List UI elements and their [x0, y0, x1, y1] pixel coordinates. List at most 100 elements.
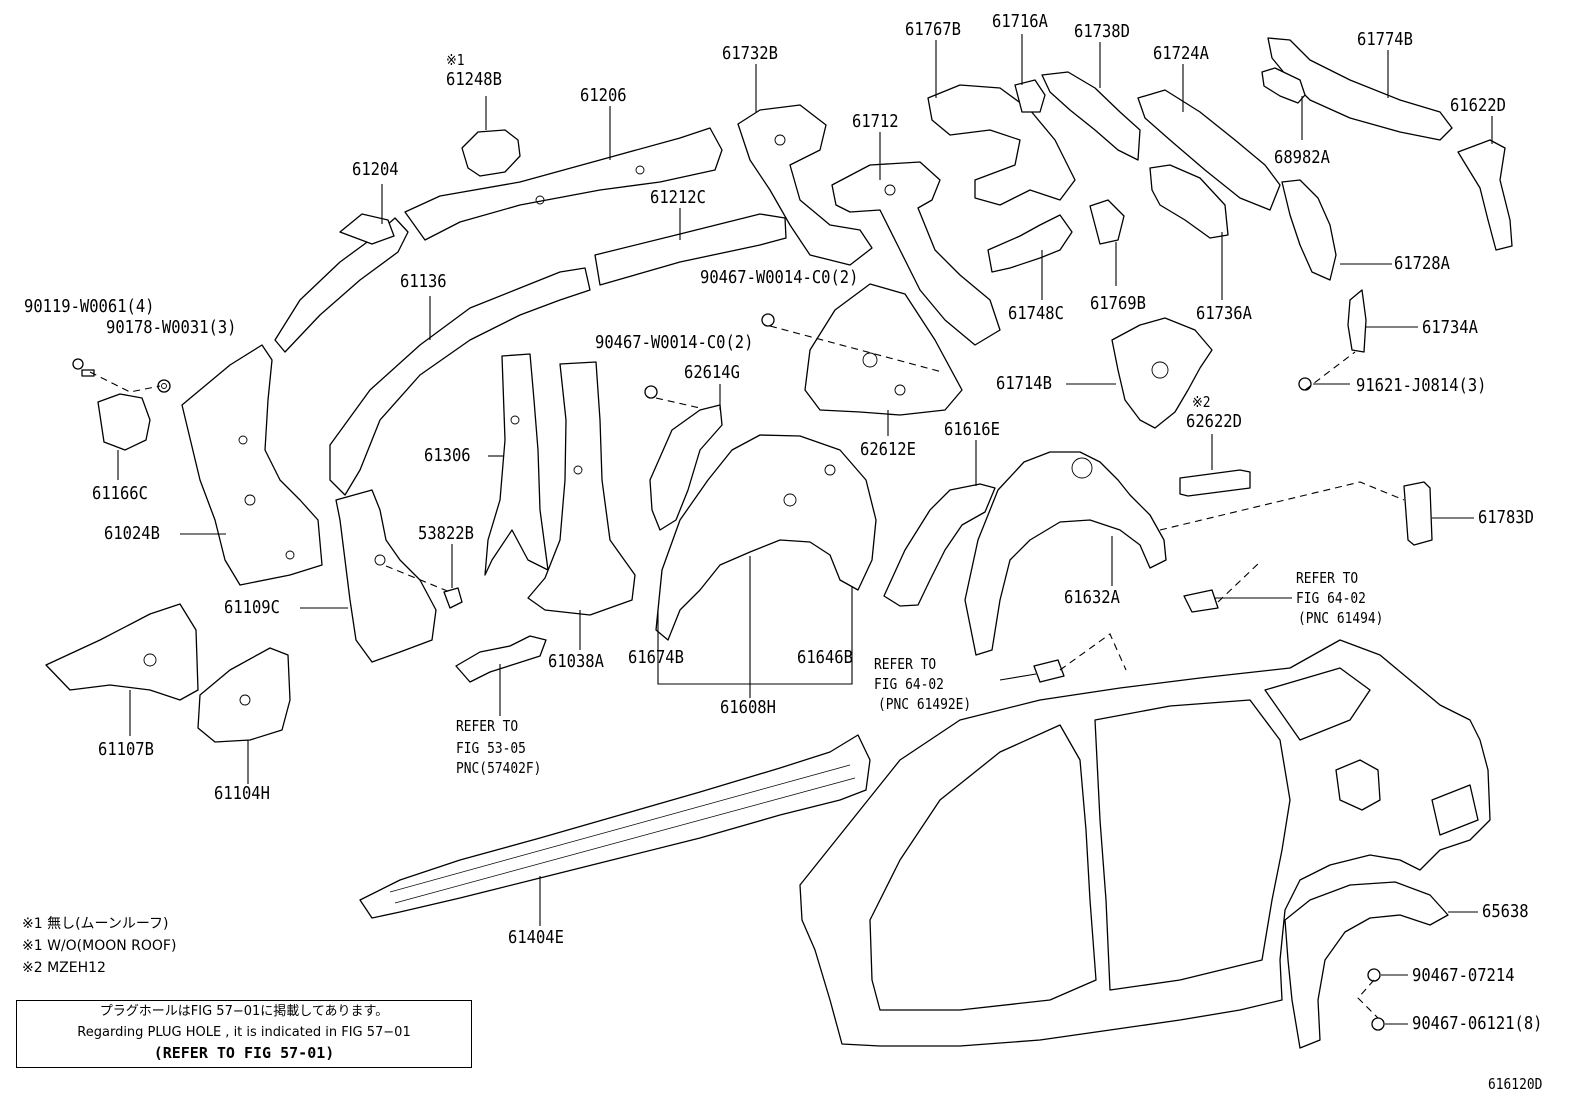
label-61306[interactable]: 61306 — [424, 445, 471, 466]
label-61769B[interactable]: 61769B — [1090, 293, 1146, 314]
plug-hole-refer[interactable]: (REFER TO FIG 57-01) — [153, 1044, 335, 1062]
label-61608H[interactable]: 61608H — [720, 697, 776, 718]
part-61732B-panel — [737, 104, 873, 266]
part-61622D-bracket — [1457, 139, 1513, 251]
label-61204[interactable]: 61204 — [352, 159, 399, 180]
label-90467-07214[interactable]: 90467-07214 — [1412, 965, 1515, 986]
label-68982A[interactable]: 68982A — [1274, 147, 1330, 168]
part-61738D-rail — [1041, 71, 1141, 161]
label-61767B[interactable]: 61767B — [905, 19, 961, 40]
part-61204-rail — [274, 217, 409, 353]
label-61109C[interactable]: 61109C — [224, 597, 280, 618]
label-61728A[interactable]: 61728A — [1394, 253, 1450, 274]
label-53822B[interactable]: 53822B — [418, 523, 474, 544]
part-61716A-bracket — [1014, 79, 1046, 113]
part-61024B-pillar — [181, 344, 323, 586]
part-plug-61492E — [1033, 659, 1065, 683]
refer-note-61492E-line1: REFER TO — [874, 655, 937, 673]
part-61206-rail — [404, 127, 723, 241]
part-61712-panel — [831, 161, 1001, 346]
refer-note-57402F-line3: PNC(57402F) — [456, 759, 542, 777]
leader-lines — [117, 34, 1493, 1025]
fastener-90119 — [72, 358, 84, 370]
label-90119[interactable]: 90119-W0061(4) — [24, 296, 155, 317]
label-61248B[interactable]: 61248B — [446, 69, 502, 90]
label-65638[interactable]: 65638 — [1482, 901, 1529, 922]
label-61712[interactable]: 61712 — [852, 111, 899, 132]
body-fuel-door — [1335, 759, 1381, 811]
label-61136[interactable]: 61136 — [400, 271, 447, 292]
part-62612E-patch — [804, 283, 963, 416]
label-62614G[interactable]: 62614G — [684, 362, 740, 383]
part-61714B-panel — [1111, 317, 1213, 429]
part-61748C-bracket — [987, 214, 1073, 273]
label-61674B[interactable]: 61674B — [628, 647, 684, 668]
part-61736A-panel — [1149, 164, 1229, 239]
part-61724A-rail — [1137, 89, 1281, 211]
label-61632A[interactable]: 61632A — [1064, 587, 1120, 608]
part-53822B-bracket — [443, 587, 463, 609]
part-61404E-rocker — [359, 734, 871, 919]
label-62622D[interactable]: 62622D — [1186, 411, 1242, 432]
refer-note-57402F-line1: REFER TO — [456, 717, 519, 735]
label-61646B[interactable]: 61646B — [797, 647, 853, 668]
part-61248B-bracket — [461, 129, 521, 177]
marker-1-a: ※1 — [446, 51, 465, 69]
part-61783D-block — [1403, 481, 1433, 546]
diagram-id: 616120D — [1488, 1075, 1543, 1093]
label-91621[interactable]: 91621-J0814(3) — [1356, 375, 1487, 396]
label-61738D[interactable]: 61738D — [1074, 21, 1130, 42]
label-61716A[interactable]: 61716A — [992, 11, 1048, 32]
label-61736A[interactable]: 61736A — [1196, 303, 1252, 324]
refer-note-61492E-line2: FIG 64-02 — [874, 675, 944, 693]
label-61734A[interactable]: 61734A — [1422, 317, 1478, 338]
plug-hole-note-jp: プラグホールはFIG 57−01に掲載してあります。 — [99, 1004, 389, 1019]
label-61212C[interactable]: 61212C — [650, 187, 706, 208]
label-61107B[interactable]: 61107B — [98, 739, 154, 760]
label-61104H[interactable]: 61104H — [214, 783, 270, 804]
part-61204-tip — [339, 213, 395, 245]
label-61774B[interactable]: 61774B — [1357, 29, 1413, 50]
part-61038A-pillar — [527, 361, 636, 616]
label-61622D[interactable]: 61622D — [1450, 95, 1506, 116]
label-90467-W0014-b[interactable]: 90467-W0014-C0(2) — [595, 332, 754, 353]
part-65638-liner — [1284, 881, 1449, 1049]
label-61783D[interactable]: 61783D — [1478, 507, 1534, 528]
label-90467-06121[interactable]: 90467-06121(8) — [1412, 1013, 1543, 1034]
part-plug-61494 — [1183, 589, 1219, 613]
label-61616E[interactable]: 61616E — [944, 419, 1000, 440]
label-61404E[interactable]: 61404E — [508, 927, 564, 948]
plug-hole-note-en: Regarding PLUG HOLE , it is indicated in… — [77, 1025, 411, 1040]
panel-detail-holes — [143, 134, 1169, 706]
part-61107B-apron — [45, 603, 199, 701]
label-61166C[interactable]: 61166C — [92, 483, 148, 504]
body-quarter-window — [1264, 667, 1371, 741]
label-90178[interactable]: 90178-W0031(3) — [106, 317, 237, 338]
label-61748C[interactable]: 61748C — [1008, 303, 1064, 324]
part-62614G-bracket — [649, 404, 723, 531]
part-61136-pillar — [329, 267, 591, 496]
assembly-dashed-lines — [89, 325, 1405, 1019]
body-door-opening-rear — [1094, 699, 1291, 991]
label-61206[interactable]: 61206 — [580, 85, 627, 106]
footnote-2: ※2 MZEH12 — [22, 960, 106, 976]
body-door-opening-front — [869, 724, 1097, 1011]
label-61732B[interactable]: 61732B — [722, 43, 778, 64]
refer-note-61494-line3: (PNC 61494) — [1298, 609, 1384, 627]
footnote-1-jp: ※1 無し(ムーンルーフ) — [22, 916, 169, 932]
label-61038A[interactable]: 61038A — [548, 651, 604, 672]
label-61714B[interactable]: 61714B — [996, 373, 1052, 394]
label-61024B[interactable]: 61024B — [104, 523, 160, 544]
label-62612E[interactable]: 62612E — [860, 439, 916, 460]
part-61212C-rail — [594, 213, 787, 286]
part-57402F-bracket — [455, 635, 547, 683]
footnote-1-en: ※1 W/O(MOON ROOF) — [22, 938, 177, 954]
part-61728A-panel — [1281, 179, 1337, 281]
label-61724A[interactable]: 61724A — [1153, 43, 1209, 64]
fastener-90467-06121 — [1371, 1017, 1385, 1031]
label-90467-W0014-a[interactable]: 90467-W0014-C0(2) — [700, 267, 859, 288]
part-61109C-pillar — [335, 489, 437, 663]
part-62622D-block — [1179, 469, 1251, 497]
